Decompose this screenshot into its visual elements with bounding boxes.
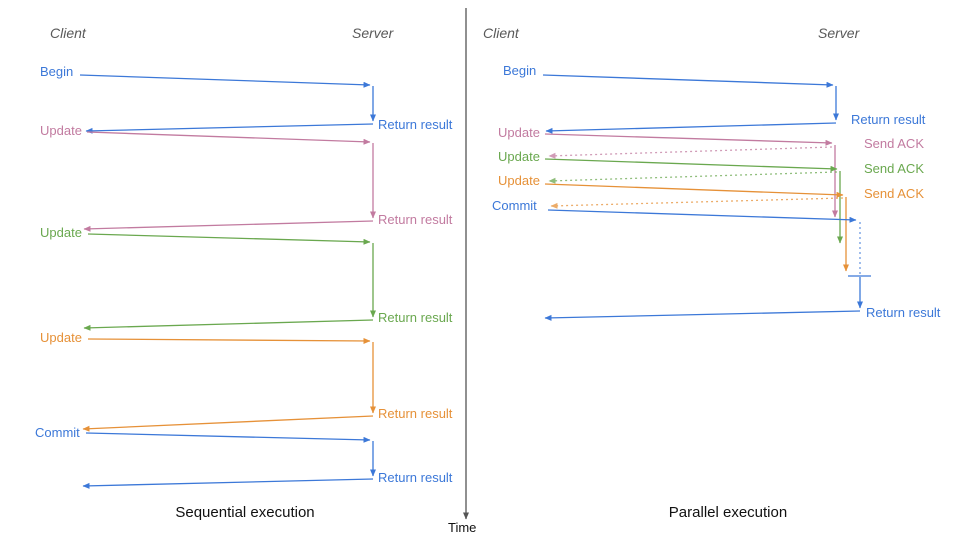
parallel-update2-request-arrow: [544, 158, 838, 172]
parallel-update2-ack-arrow: [548, 171, 838, 184]
parallel-begin-request-arrow: [542, 74, 834, 88]
time-axis-label: Time: [448, 520, 477, 535]
parallel-begin-label: Begin: [503, 63, 537, 78]
sequential-update3-request-arrow: [87, 337, 371, 344]
sequential-update1-return-arrow: [83, 220, 374, 232]
sequential-update2-return-label: Return result: [378, 310, 453, 325]
sequential-commit-return-label: Return result: [378, 470, 453, 485]
parallel-update2-label: Update: [498, 149, 540, 164]
sequential-update3-label: Update: [40, 330, 82, 345]
parallel-update1-ack-label: Send ACK: [864, 136, 924, 151]
sequential-commit-label: Commit: [35, 425, 80, 440]
parallel-commit-return-arrow: [544, 310, 861, 321]
sequential-begin-return-label: Return result: [378, 117, 453, 132]
parallel-update3-label: Update: [498, 173, 540, 188]
parallel-begin-return-arrow: [545, 122, 837, 134]
parallel-update2-ack-label: Send ACK: [864, 161, 924, 176]
parallel-commit-label: Commit: [492, 198, 537, 213]
sequential-begin-return-arrow: [85, 123, 374, 134]
parallel-update3-request-arrow: [544, 183, 844, 198]
sequential-update2-return-arrow: [83, 319, 374, 331]
sequential-update2-request-arrow: [87, 233, 371, 245]
parallel-update3-ack-label: Send ACK: [864, 186, 924, 201]
sequential-update3-return-arrow: [82, 415, 374, 432]
parallel-update1-label: Update: [498, 125, 540, 140]
sequential-update2-label: Update: [40, 225, 82, 240]
parallel-caption: Parallel execution: [668, 504, 788, 521]
sequential-caption: Sequential execution: [175, 504, 315, 521]
sequential-update1-request-arrow: [86, 131, 371, 145]
sequential-update1-label: Update: [40, 123, 82, 138]
parallel-begin-return-label: Return result: [851, 112, 926, 127]
parallel-client-header: Client: [483, 25, 519, 41]
parallel-update1-request-arrow: [544, 133, 833, 146]
parallel-update3-ack-arrow: [550, 197, 844, 209]
sequential-begin-request-arrow: [79, 74, 371, 88]
parallel-commit-return-label: Return result: [866, 305, 941, 320]
parallel-update1-ack-arrow: [548, 146, 833, 159]
parallel-server-header: Server: [818, 25, 860, 41]
sequential-commit-request-arrow: [85, 432, 371, 443]
sequential-update3-return-label: Return result: [378, 406, 453, 421]
parallel-commit-request-arrow: [547, 209, 857, 223]
sequential-update1-return-label: Return result: [378, 212, 453, 227]
sequential-client-header: Client: [50, 25, 86, 41]
sequential-commit-return-arrow: [82, 478, 374, 489]
sequential-begin-label: Begin: [40, 64, 74, 79]
sequential-server-header: Server: [352, 25, 394, 41]
